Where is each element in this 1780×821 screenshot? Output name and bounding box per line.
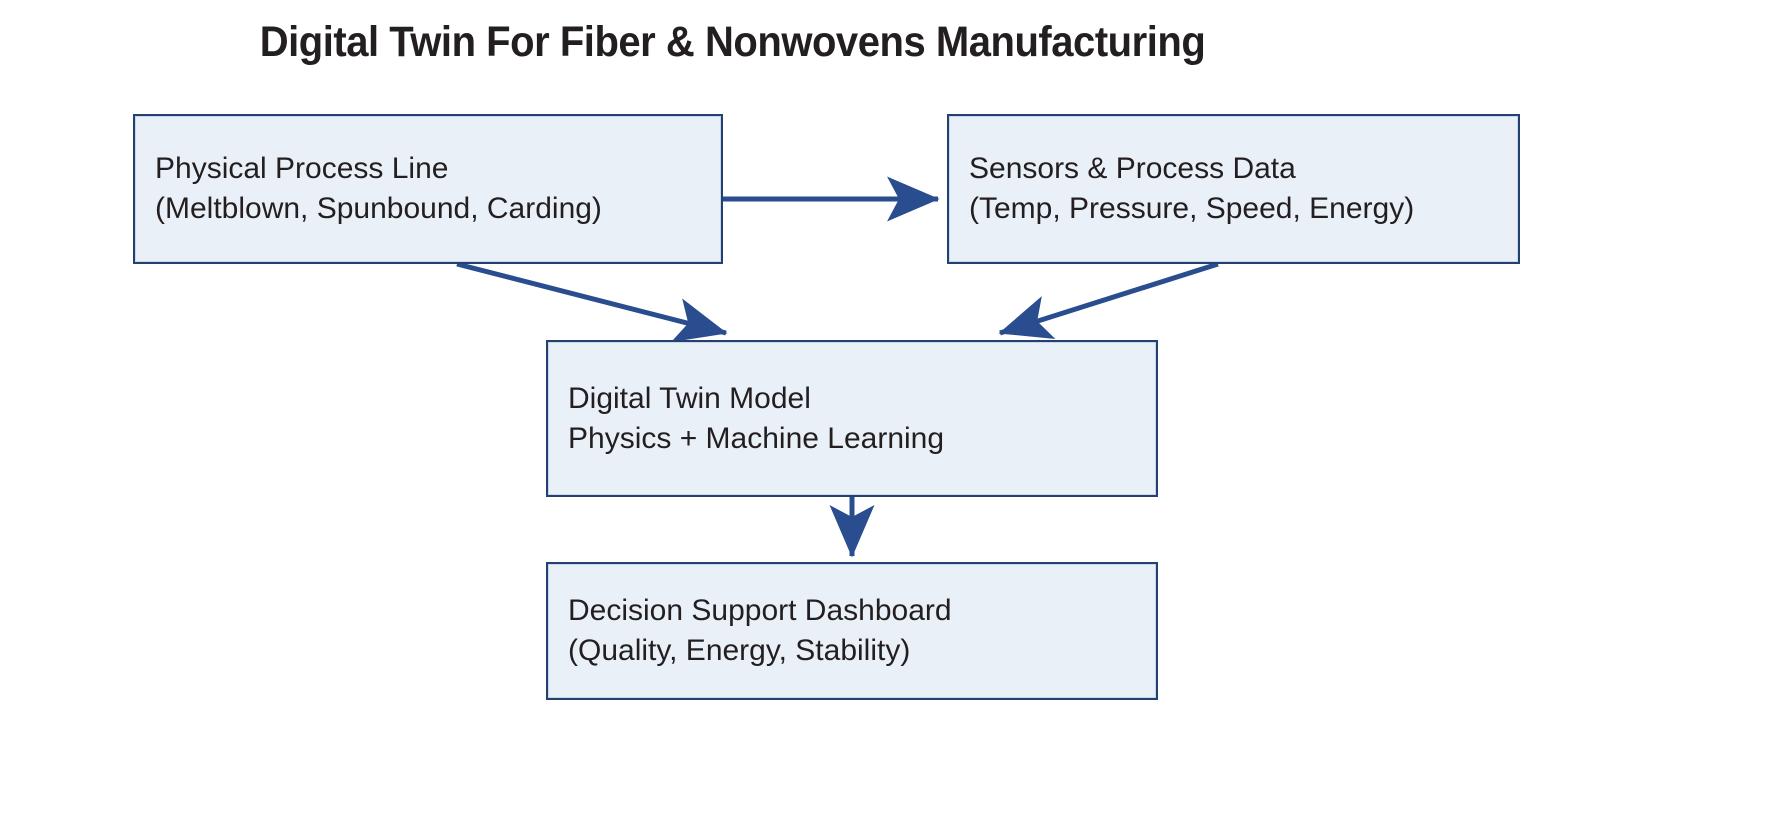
node-physical-process-line[interactable]: Physical Process Line (Meltblown, Spunbo… (133, 114, 723, 264)
node-decision-support-dashboard[interactable]: Decision Support Dashboard (Quality, Ene… (546, 562, 1158, 700)
node-label-line2: (Quality, Energy, Stability) (568, 634, 911, 667)
edge-sensors-to-twin (998, 261, 1219, 340)
node-label-line1: Sensors & Process Data (969, 152, 1296, 185)
edge-physical-to-twin (456, 261, 728, 343)
node-label-line1: Decision Support Dashboard (568, 594, 952, 627)
node-label-line1: Digital Twin Model (568, 381, 811, 415)
node-label-line2: (Temp, Pressure, Speed, Energy) (969, 192, 1415, 225)
node-label-line1: Physical Process Line (155, 152, 449, 185)
node-digital-twin-model[interactable]: Digital Twin Model Physics + Machine Lea… (546, 340, 1158, 497)
node-sensors-process-data[interactable]: Sensors & Process Data (Temp, Pressure, … (947, 114, 1520, 264)
node-label-line2: (Meltblown, Spunbound, Carding) (155, 192, 602, 225)
page-title: Digital Twin For Fiber & Nonwovens Manuf… (259, 18, 1206, 66)
node-label-line2: Physics + Machine Learning (568, 421, 945, 455)
